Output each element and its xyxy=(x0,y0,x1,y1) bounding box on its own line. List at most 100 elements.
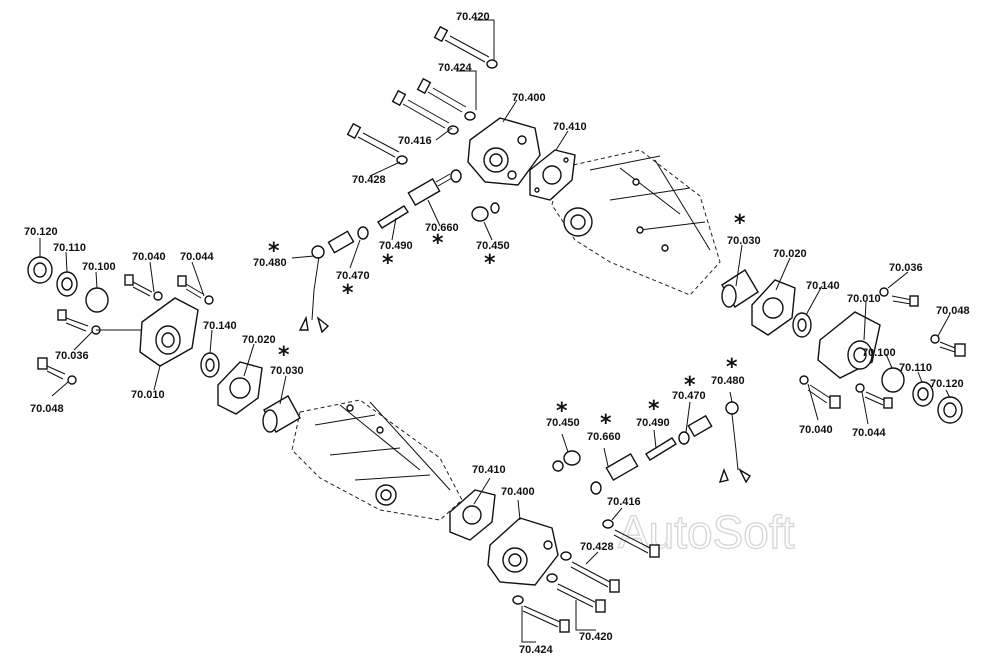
label-70470-bot: 70.470 xyxy=(672,390,706,402)
part-70036-right-bolt xyxy=(879,287,919,307)
label-70416-top: 70.416 xyxy=(398,135,432,147)
label-70420-top: 70.420 xyxy=(456,11,490,23)
part-70416-top-bolt xyxy=(391,89,459,135)
label-70048-right: 70.048 xyxy=(936,305,970,317)
part-70040-right-bolt xyxy=(799,375,841,409)
label-70450-top: 70.450 xyxy=(476,240,510,252)
label-70110-left: 70.110 xyxy=(53,242,86,254)
asterisk-70480-bot: * xyxy=(726,355,738,380)
part-70450-bottom-plug xyxy=(552,450,581,472)
part-70044-right-bolt xyxy=(855,383,893,409)
part-70410-bottom-gasket xyxy=(449,489,496,541)
part-70044-left-bolt xyxy=(177,275,214,305)
label-70490-bot: 70.490 xyxy=(636,417,670,429)
label-70036-left: 70.036 xyxy=(55,350,89,362)
label-70140-right: 70.140 xyxy=(806,280,840,292)
label-70450-bot: 70.450 xyxy=(546,417,580,429)
part-70660-bottom-sensor xyxy=(590,452,639,495)
label-70490-top: 70.490 xyxy=(379,240,413,252)
asterisk-70450-top: * xyxy=(484,251,496,276)
part-70428-bottom-bolt xyxy=(560,551,620,593)
part-70030-right-sleeve xyxy=(721,269,759,308)
part-70110-right-ring xyxy=(912,381,934,407)
part-70110-left-ring xyxy=(56,271,78,297)
label-70044-right: 70.044 xyxy=(852,427,887,439)
part-70400-top-pump-body xyxy=(467,117,541,186)
part-70480-bottom-connector xyxy=(718,401,751,484)
label-70120-right: 70.120 xyxy=(930,378,964,390)
asterisk-70030-left: * xyxy=(278,343,290,368)
part-70470-top-seal xyxy=(357,226,369,240)
label-70410-bot: 70.410 xyxy=(472,464,506,476)
label-70040-right: 70.040 xyxy=(799,424,833,436)
part-70450-top-plug xyxy=(471,202,500,222)
asterisk-70470-bot: * xyxy=(684,373,696,398)
label-70660-bot: 70.660 xyxy=(587,431,621,443)
label-70424-top: 70.424 xyxy=(438,62,473,74)
label-70420-bot: 70.420 xyxy=(579,631,613,643)
label-70020-left: 70.020 xyxy=(242,334,276,346)
asterisk-70470-top: * xyxy=(342,281,354,306)
label-70100-right: 70.100 xyxy=(862,347,896,359)
part-70036-left-bolt xyxy=(57,309,101,335)
asterisk-70660-top: * xyxy=(432,231,444,256)
part-70120-left-cap xyxy=(27,256,53,284)
part-70048-right-bolt xyxy=(930,334,966,357)
part-70420-bottom-bolt xyxy=(546,573,606,613)
label-70660-top: 70.660 xyxy=(425,222,459,234)
label-70100-left: 70.100 xyxy=(82,261,116,273)
label-70400-top: 70.400 xyxy=(512,92,546,104)
asterisk-70030-right: * xyxy=(734,211,746,236)
part-70490-top-pin xyxy=(377,205,409,229)
part-70480-top-connector xyxy=(298,230,355,334)
part-70010-right-flange xyxy=(817,311,881,379)
label-70428-bot: 70.428 xyxy=(580,541,614,553)
label-70428-top: 70.428 xyxy=(352,174,386,186)
part-70120-right-cap xyxy=(937,396,963,424)
asterisk-70490-bot: * xyxy=(648,397,660,422)
asterisk-70490-top: * xyxy=(382,251,394,276)
part-70030-left-sleeve xyxy=(262,395,301,433)
label-70470-top: 70.470 xyxy=(336,270,370,282)
part-70660-top-sensor xyxy=(407,169,462,207)
label-70030-left: 70.030 xyxy=(270,365,304,377)
part-70020-right-gasket xyxy=(751,279,796,336)
part-70010-left-flange xyxy=(139,297,199,367)
asterisk-70480-top: * xyxy=(268,239,280,264)
lower-gear-housing xyxy=(291,399,463,521)
label-70424-bot: 70.424 xyxy=(519,644,554,656)
part-70490-bottom-pin xyxy=(645,437,677,461)
part-70048-left-bolt xyxy=(37,357,77,385)
leader-lines xyxy=(39,19,951,643)
label-70140-left: 70.140 xyxy=(203,320,237,332)
label-70480-bot: 70.480 xyxy=(711,375,745,387)
label-70036-right: 70.036 xyxy=(889,262,923,274)
label-70010-right: 70.010 xyxy=(847,293,881,305)
label-70480-top: 70.480 xyxy=(253,257,287,269)
part-70416-bottom-bolt xyxy=(602,519,660,558)
label-70010-left: 70.010 xyxy=(131,389,165,401)
part-70020-left-gasket xyxy=(217,361,263,415)
part-70140-left-seal xyxy=(200,352,220,378)
label-70410-top: 70.410 xyxy=(553,121,587,133)
part-70400-bottom-pump-body xyxy=(487,517,559,586)
part-70470-bottom-seal xyxy=(678,414,713,445)
label-70416-bot: 70.416 xyxy=(607,496,641,508)
asterisk-70660-bot: * xyxy=(600,411,612,436)
part-70420-top-bolt xyxy=(433,25,498,69)
part-70140-right-seal xyxy=(792,312,812,338)
label-70044-left: 70.044 xyxy=(180,251,215,263)
part-labels: 70.420 70.424 70.400 70.410 70.416 70.42… xyxy=(24,11,970,656)
part-70040-left-bolt xyxy=(124,274,163,301)
part-70100-right-bushing xyxy=(881,367,905,393)
upper-gear-housing xyxy=(551,149,721,296)
label-70110-right: 70.110 xyxy=(899,362,932,374)
label-70400-bot: 70.400 xyxy=(501,486,535,498)
part-70410-top-gasket xyxy=(529,149,576,201)
label-70120-left: 70.120 xyxy=(24,226,58,238)
label-70030-right: 70.030 xyxy=(727,235,761,247)
part-70100-left-bushing xyxy=(85,287,109,313)
part-70424-top-bolt xyxy=(416,77,476,121)
